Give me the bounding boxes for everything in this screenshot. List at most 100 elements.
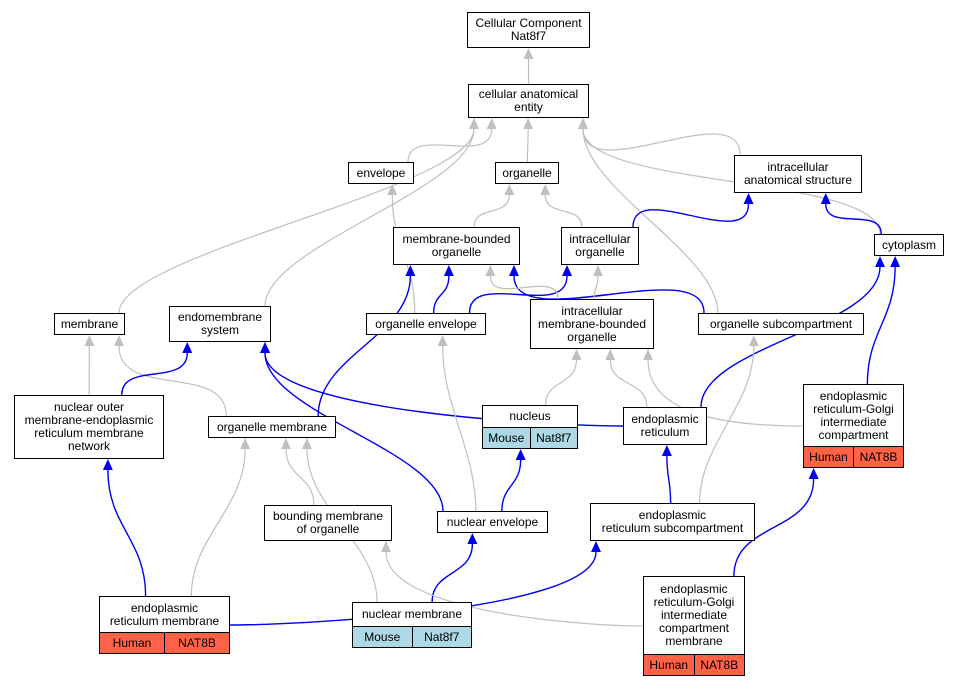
- arrowhead-icon: [387, 184, 398, 195]
- human-tag: NAT8B: [164, 633, 229, 653]
- arrowhead-icon: [486, 118, 497, 129]
- edge-mbo-to-org: [473, 194, 510, 228]
- arrowhead-icon: [571, 349, 582, 360]
- node-label: endoplasmic reticulum membrane: [109, 600, 220, 628]
- arrowhead-icon: [182, 342, 193, 353]
- human-tag: Human: [804, 447, 853, 467]
- human-tag: NAT8B: [853, 447, 903, 467]
- node-cc[interactable]: Cellular Component Nat8f7: [467, 12, 590, 48]
- node-env[interactable]: envelope: [348, 162, 414, 184]
- node-osub[interactable]: organelle subcompartment: [698, 313, 864, 335]
- arrowhead-icon: [443, 265, 454, 276]
- node-label: Cellular Component Nat8f7: [475, 16, 582, 43]
- arrowhead-icon: [515, 449, 526, 460]
- node-label: cytoplasm: [881, 237, 937, 252]
- edge-ias-to-cae: [582, 128, 741, 156]
- node-label: nuclear envelope: [446, 514, 539, 529]
- node-label: endoplasmic reticulum: [631, 412, 699, 439]
- mouse-tag: Nat8f7: [529, 428, 577, 448]
- edge-omem-to-mem: [118, 345, 227, 417]
- edge-oenv-to-mbo: [432, 275, 450, 314]
- arrowhead-icon: [381, 541, 391, 552]
- node-cae[interactable]: cellular anatomical entity: [468, 84, 589, 118]
- node-omem[interactable]: organelle membrane: [208, 416, 336, 438]
- edge-imbo-to-io: [593, 275, 599, 300]
- edge-ergic-to-cyto: [866, 266, 896, 385]
- edge-ersub-to-osub: [699, 345, 755, 504]
- edge-omem-to-mbo: [317, 275, 412, 417]
- node-bmo[interactable]: bounding membrane of organelle: [264, 505, 392, 541]
- edge-ergicm-to-bmo: [385, 551, 644, 627]
- arrowhead-icon: [485, 265, 496, 276]
- arrowhead-icon: [643, 349, 653, 360]
- edge-erm-to-nom: [107, 469, 147, 597]
- edge-nenv-to-nuc: [501, 459, 522, 512]
- node-ems[interactable]: endomembrane system: [169, 306, 271, 342]
- mouse-tag: Nat8f7: [411, 627, 471, 647]
- arrowhead-icon: [562, 265, 572, 276]
- node-imbo[interactable]: intracellular membrane-bounded organelle: [530, 299, 654, 349]
- edge-io-to-org: [544, 194, 583, 228]
- edge-org-to-cae: [526, 128, 529, 163]
- arrowhead-icon: [820, 193, 831, 204]
- node-label: nuclear membrane: [361, 607, 463, 621]
- arrowhead-icon: [504, 184, 515, 195]
- node-nenv[interactable]: nuclear envelope: [437, 511, 548, 533]
- node-label: organelle envelope: [375, 316, 477, 331]
- arrowhead-icon: [240, 438, 251, 449]
- arrowhead-icon: [748, 335, 759, 346]
- node-label: membrane-bounded organelle: [402, 232, 511, 259]
- node-ergicm[interactable]: endoplasmic reticulum-Golgi intermediate…: [643, 576, 745, 676]
- node-org[interactable]: organelle: [495, 162, 559, 184]
- node-io[interactable]: intracellular organelle: [561, 227, 639, 265]
- human-tag: Human: [100, 633, 164, 653]
- node-label: organelle subcompartment: [709, 316, 853, 331]
- arrowhead-icon: [593, 265, 603, 276]
- node-label: intracellular anatomical structure: [743, 160, 853, 187]
- node-er[interactable]: endoplasmic reticulum: [623, 407, 707, 445]
- human-tag: NAT8B: [693, 655, 744, 675]
- node-ersub[interactable]: endoplasmic reticulum subcompartment: [590, 503, 755, 541]
- edge-cyto-to-ias: [825, 203, 882, 235]
- edge-bmo-to-omem: [285, 448, 315, 506]
- mouse-tag: Mouse: [483, 428, 530, 448]
- edge-io-to-ias: [632, 203, 750, 228]
- edge-ergicm-to-ergic: [733, 478, 815, 577]
- node-oenv[interactable]: organelle envelope: [366, 313, 486, 335]
- node-ergic[interactable]: endoplasmic reticulum-Golgi intermediate…: [803, 384, 904, 468]
- node-ias[interactable]: intracellular anatomical structure: [734, 155, 862, 193]
- node-label: endoplasmic reticulum-Golgi intermediate…: [653, 582, 735, 648]
- node-label: membrane: [60, 316, 119, 331]
- edge-er-to-imbo: [609, 359, 648, 408]
- node-label: endoplasmic reticulum-Golgi intermediate…: [813, 388, 894, 442]
- arrowhead-icon: [523, 48, 534, 59]
- node-cyto[interactable]: cytoplasm: [874, 234, 944, 256]
- node-nom[interactable]: nuclear outer membrane-endoplasmic retic…: [14, 395, 164, 459]
- edge-oenv-to-io: [468, 275, 568, 314]
- node-label: intracellular organelle: [569, 232, 631, 259]
- mouse-tag: Mouse: [353, 627, 412, 647]
- arrowhead-icon: [523, 118, 534, 129]
- node-mem[interactable]: membrane: [54, 313, 125, 335]
- arrowhead-icon: [509, 265, 519, 276]
- edge-nom-to-ems: [121, 352, 188, 396]
- node-label: endoplasmic reticulum subcompartment: [601, 508, 744, 535]
- arrowhead-icon: [469, 118, 479, 129]
- edge-er-to-cyto: [700, 266, 881, 408]
- edge-cyto-to-cae: [582, 128, 881, 235]
- edge-erm-to-omem: [190, 448, 246, 597]
- edge-er-to-ems: [264, 352, 624, 427]
- arrowhead-icon: [260, 342, 270, 353]
- human-tag: Human: [644, 655, 694, 675]
- node-label: nuclear outer membrane-endoplasmic retic…: [24, 400, 154, 453]
- node-mbo[interactable]: membrane-bounded organelle: [393, 227, 520, 265]
- arrowhead-icon: [890, 256, 901, 267]
